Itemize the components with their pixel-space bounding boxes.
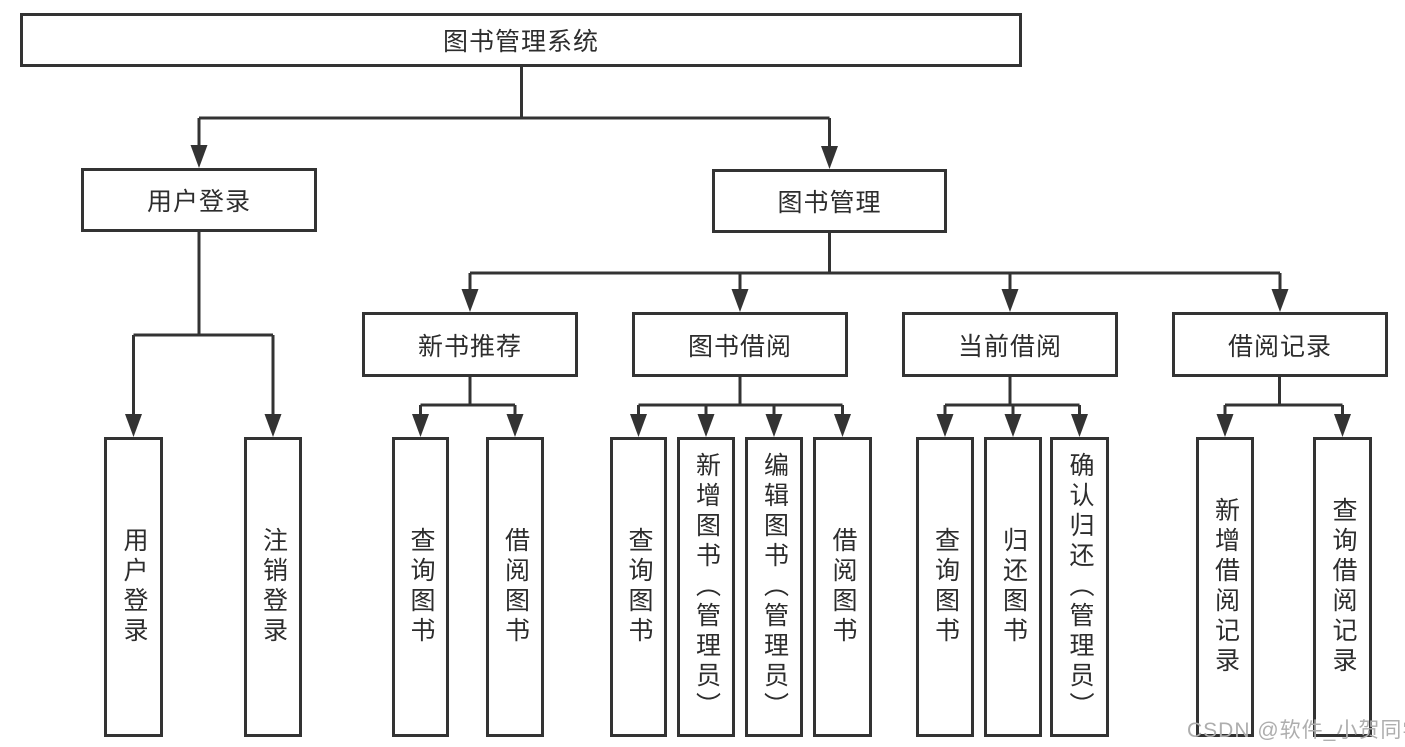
node-user-login: 用户登录 xyxy=(81,168,317,232)
leaf-query-books-recommend: 查询图书 xyxy=(392,437,449,737)
leaf-query-borrow-record: 查询借阅记录 xyxy=(1313,437,1372,737)
node-current-borrow-label: 当前借阅 xyxy=(957,332,1062,361)
node-current-borrow: 当前借阅 xyxy=(902,312,1118,377)
node-new-book-recommend: 新书推荐 xyxy=(362,312,578,377)
leaf-borrow-books-borrow: 借阅图书 xyxy=(813,437,872,737)
leaf-user-login: 用户登录 xyxy=(104,437,163,737)
leaf-add-borrow-record: 新增借阅记录 xyxy=(1196,437,1254,737)
leaf-return-book: 归还图书 xyxy=(984,437,1042,737)
leaf-borrow-books-recommend: 借阅图书 xyxy=(486,437,544,737)
leaf-query-books-current: 查询图书 xyxy=(916,437,974,737)
node-user-login-label: 用户登录 xyxy=(146,188,251,216)
leaf-confirm-return-admin: 确认归还（管理员） xyxy=(1050,437,1109,737)
node-borrow-records-label: 借阅记录 xyxy=(1227,332,1332,361)
node-root-label: 图书管理系统 xyxy=(442,28,599,56)
leaf-logout: 注销登录 xyxy=(244,437,302,737)
leaf-add-book-admin: 新增图书（管理员） xyxy=(677,437,735,737)
node-new-book-recommend-label: 新书推荐 xyxy=(417,332,522,361)
node-book-borrow-label: 图书借阅 xyxy=(687,332,792,361)
leaf-edit-book-admin: 编辑图书（管理员） xyxy=(745,437,803,737)
node-borrow-records: 借阅记录 xyxy=(1172,312,1388,377)
node-book-management-label: 图书管理 xyxy=(777,189,882,217)
node-book-borrow: 图书借阅 xyxy=(632,312,848,377)
node-book-management: 图书管理 xyxy=(712,169,947,233)
watermark: CSDN @软件_小贺同学 xyxy=(1187,719,1405,742)
node-root: 图书管理系统 xyxy=(20,13,1022,67)
leaf-query-books-borrow: 查询图书 xyxy=(610,437,667,737)
